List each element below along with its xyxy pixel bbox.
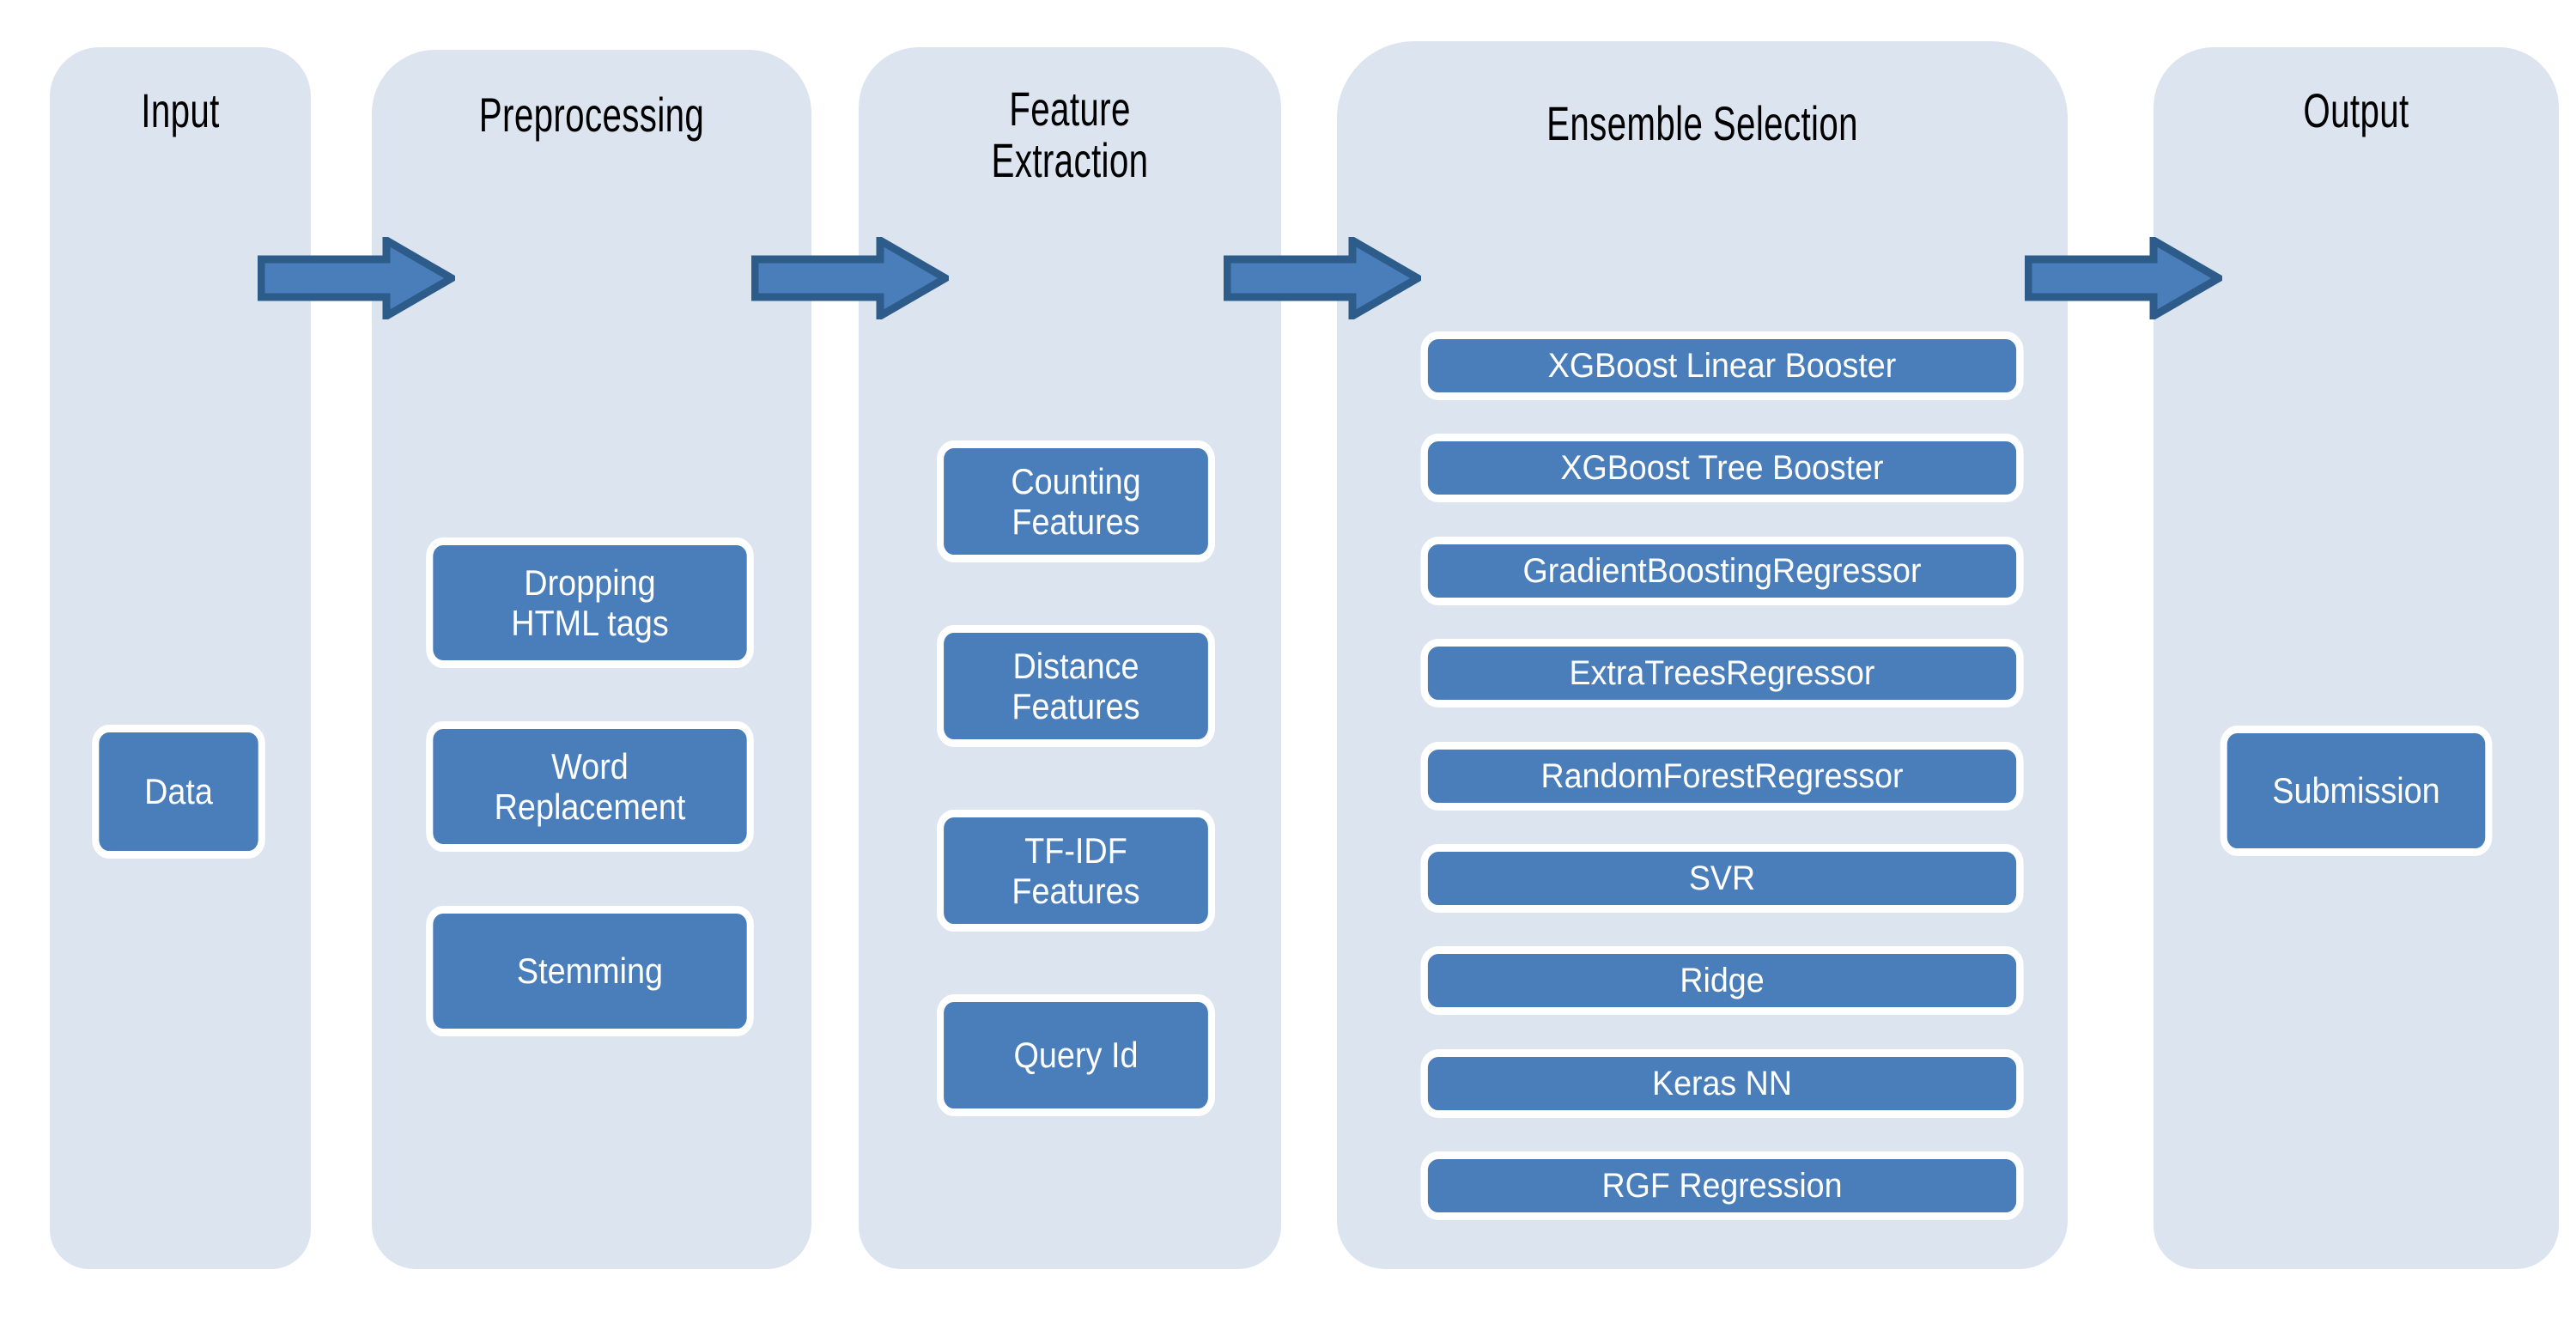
stage-panel-output: Output <box>2154 47 2559 1269</box>
stage-title-ensemble-selection: Ensemble Selection <box>1546 96 1858 150</box>
stage-panel-input: Input <box>50 47 311 1269</box>
item-extratreesregressor[interactable]: ExtraTreesRegressor <box>1420 639 2024 708</box>
stage-title-input: Input <box>141 83 220 137</box>
item-randomforestregressor[interactable]: RandomForestRegressor <box>1420 742 2024 811</box>
item-word-replacement[interactable]: Word Replacement <box>426 721 754 852</box>
stage-title-output: Output <box>2303 83 2409 137</box>
item-keras-nn[interactable]: Keras NN <box>1420 1049 2024 1118</box>
item-xgboost-linear-booster[interactable]: XGBoost Linear Booster <box>1420 331 2024 400</box>
item-svr[interactable]: SVR <box>1420 844 2024 913</box>
item-xgboost-tree-booster[interactable]: XGBoost Tree Booster <box>1420 434 2024 502</box>
stage-title-feature-extraction: Feature Extraction <box>991 82 1149 188</box>
item-tfidf-features[interactable]: TF-IDF Features <box>937 810 1215 932</box>
item-submission[interactable]: Submission <box>2220 726 2493 856</box>
arrow-ensemble-selection-to-output <box>2025 237 2222 319</box>
item-rgf-regression[interactable]: RGF Regression <box>1420 1151 2024 1220</box>
arrow-input-to-preprocessing <box>258 237 455 319</box>
item-data[interactable]: Data <box>92 725 265 859</box>
item-counting-features[interactable]: Counting Features <box>937 440 1215 562</box>
item-distance-features[interactable]: Distance Features <box>937 625 1215 747</box>
item-stemming[interactable]: Stemming <box>426 906 754 1036</box>
item-ridge[interactable]: Ridge <box>1420 946 2024 1015</box>
item-query-id[interactable]: Query Id <box>937 994 1215 1116</box>
stage-title-preprocessing: Preprocessing <box>478 88 705 142</box>
arrow-feature-extraction-to-ensemble-selection <box>1224 237 1421 319</box>
item-dropping-html-tags[interactable]: Dropping HTML tags <box>426 537 754 668</box>
item-gradientboostingregressor[interactable]: GradientBoostingRegressor <box>1420 537 2024 605</box>
arrow-preprocessing-to-feature-extraction <box>751 237 949 319</box>
